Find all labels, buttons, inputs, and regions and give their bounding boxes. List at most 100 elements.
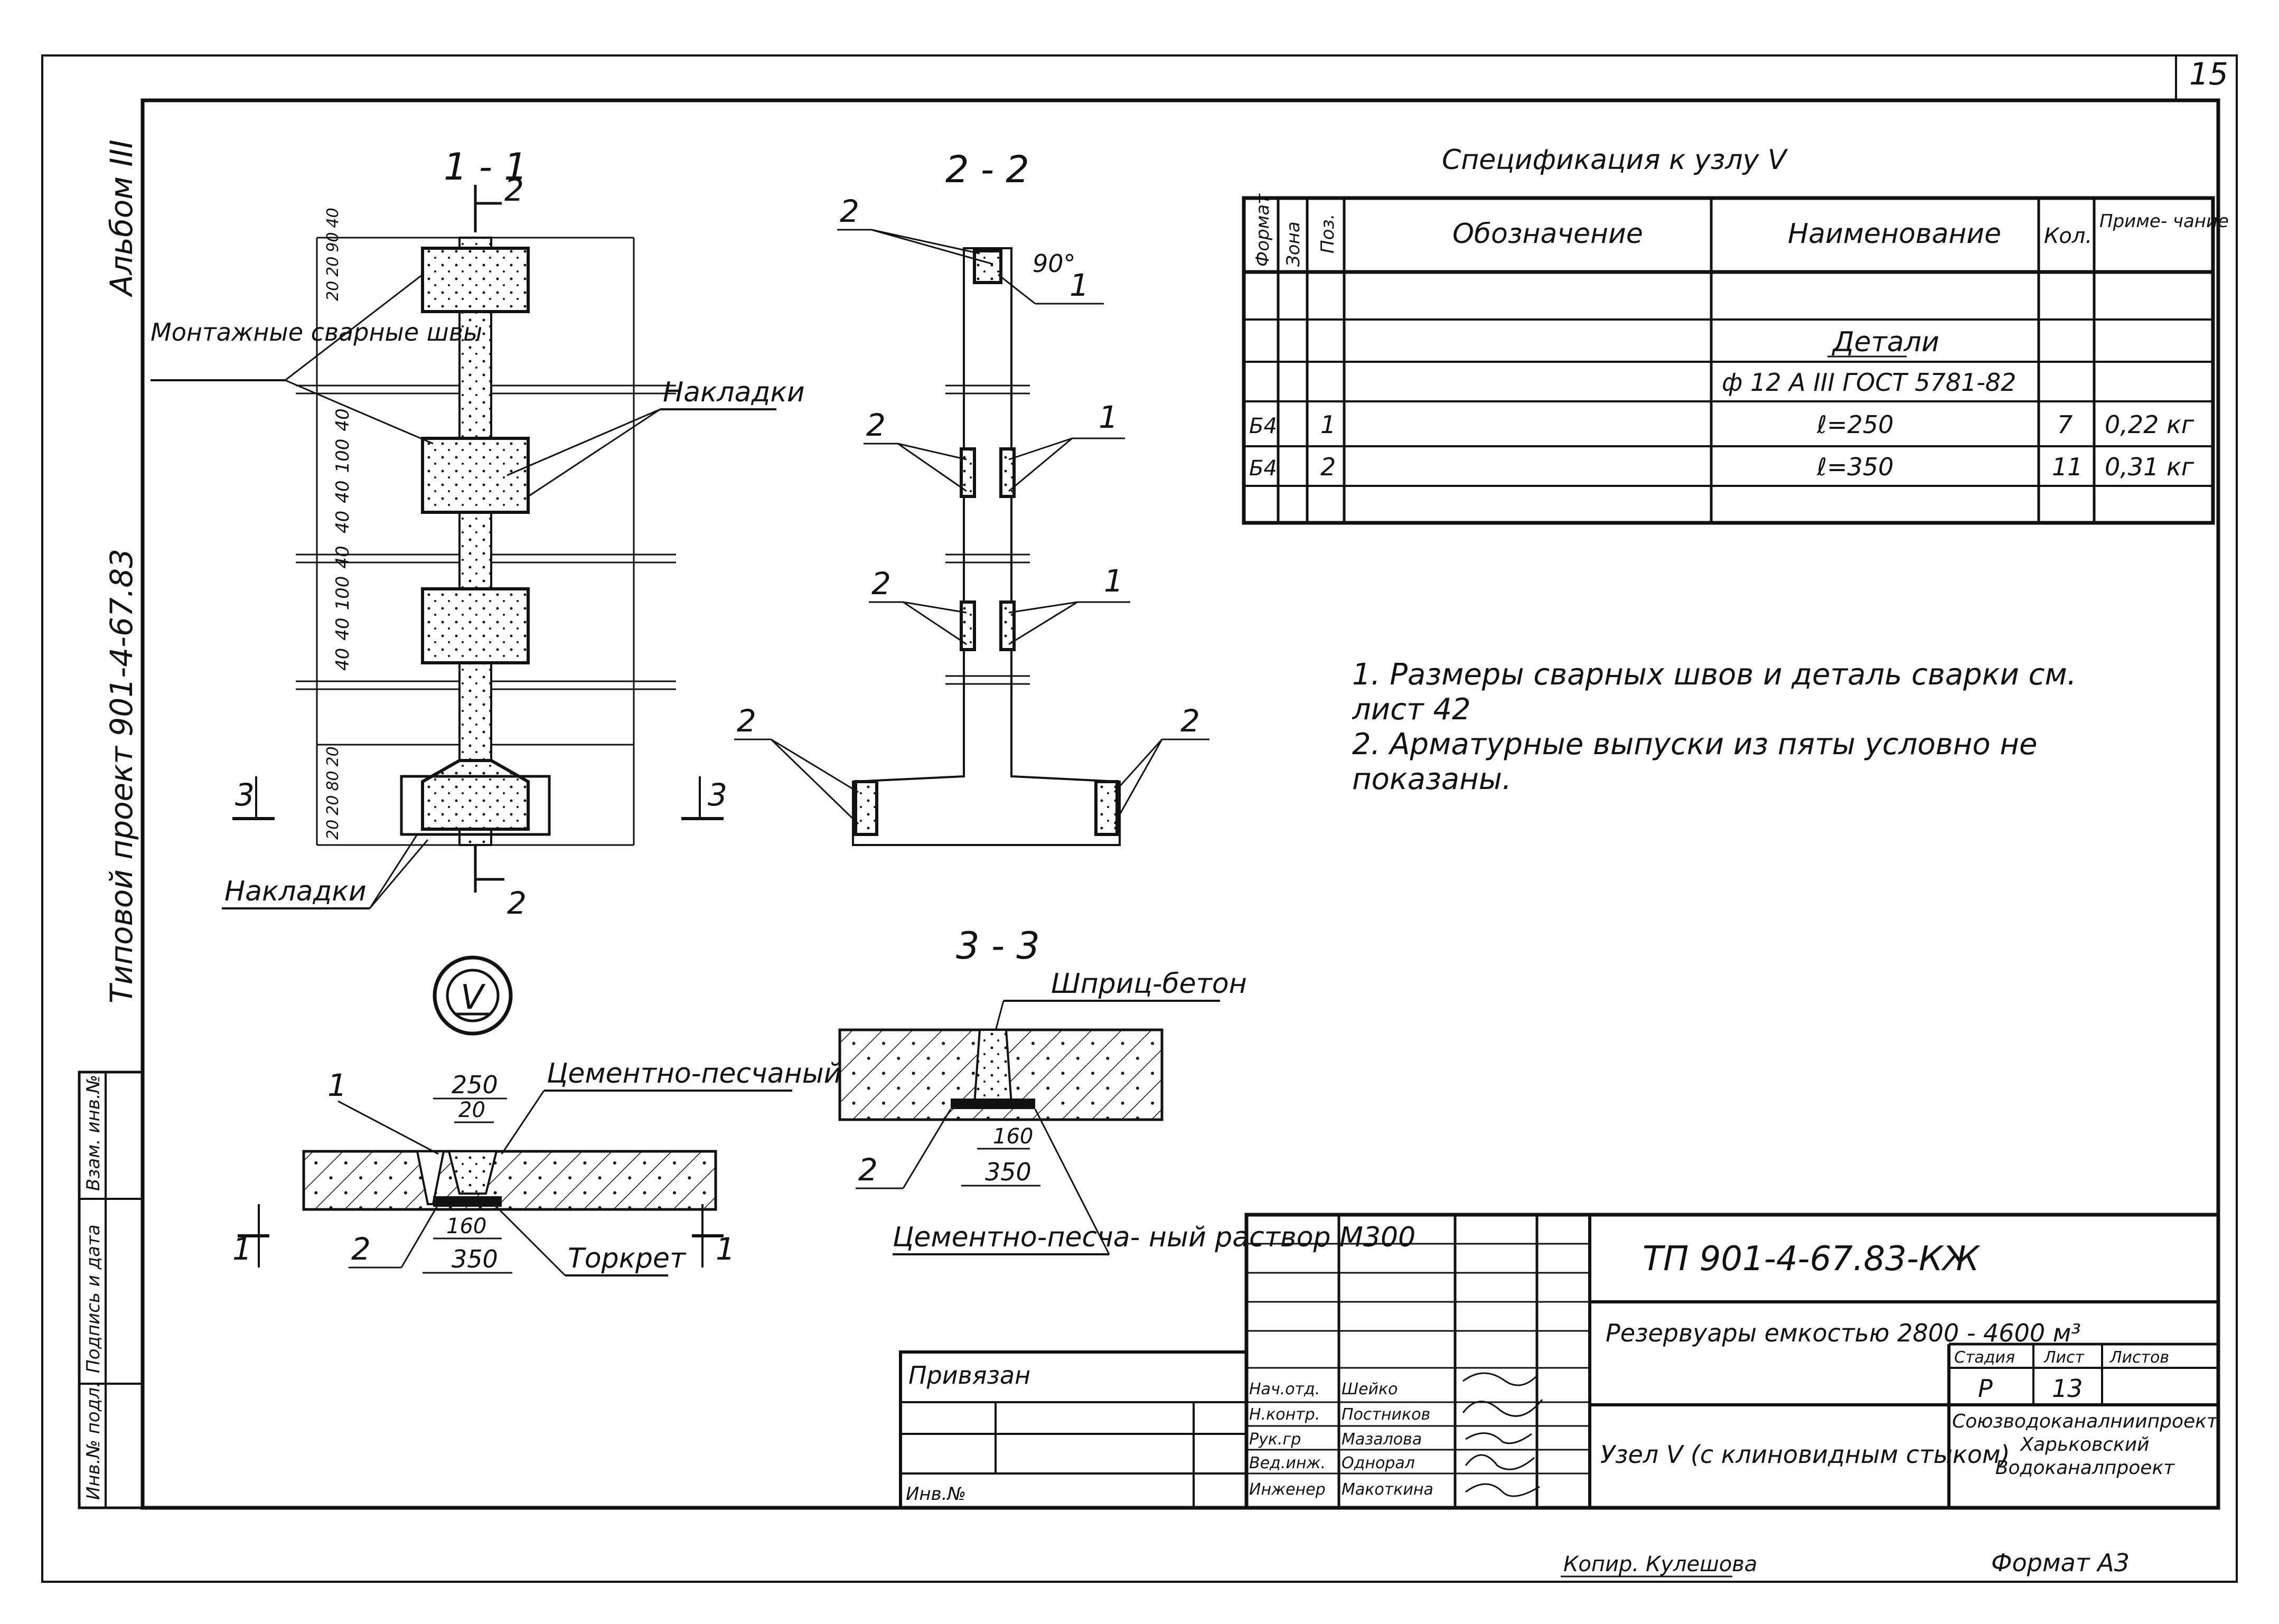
- left-margin: Альбом III Типовой проект 901-4-67.83 Вз…: [78, 139, 144, 1509]
- pos-2-b: 2: [866, 407, 886, 443]
- tb-object: Резервуары емкостью 2800 - 4600 м³: [1606, 1319, 2081, 1347]
- pos-2-c: 2: [871, 566, 891, 602]
- spec-row1-qty: 7: [2057, 410, 2072, 439]
- page-number: 15: [2189, 56, 2228, 92]
- notes: 1. Размеры сварных швов и деталь сварки …: [1352, 658, 2077, 795]
- spec-row1-format: Б4: [1249, 414, 1277, 438]
- section-1-1: 1 - 1 2 2 20209040 40401004: [151, 145, 805, 921]
- section-2-2-title: 2 - 2: [945, 148, 1029, 191]
- tb-inv-no: Инв.№: [906, 1484, 966, 1505]
- tb-sheet-title: Узел V (с клиновидным стыком): [1600, 1440, 2010, 1469]
- label-plates-right: Накладки: [663, 377, 805, 408]
- dim-160: 160: [446, 1214, 486, 1238]
- section-1-1-title: 1 - 1: [444, 145, 528, 189]
- project-label: Типовой проект 901-4-67.83: [104, 549, 139, 1003]
- tb-sheet: 13: [2052, 1374, 2083, 1403]
- footer-copied: Копир. Кулешова: [1563, 1552, 1757, 1576]
- spec-header-pos: Поз.: [1317, 214, 1338, 254]
- sec3-dim-350: 350: [985, 1158, 1031, 1186]
- dim-350: 350: [452, 1245, 498, 1273]
- node-v-outer-circle: [433, 955, 513, 1036]
- stamp-label-sign: Подпись и дата: [83, 1224, 104, 1373]
- spec-row1-name: ℓ=250: [1816, 410, 1893, 439]
- note-2: 2. Арматурные выпуски из пяты условно не…: [1352, 727, 2038, 795]
- spec-header-designation: Обозначение: [1452, 218, 1643, 250]
- pos-1-c: 1: [1104, 563, 1123, 599]
- node-v-inner-circle: [446, 969, 500, 1022]
- tb-role-1: Н.контр.: [1249, 1405, 1320, 1424]
- spec-header-note: Приме- чание: [2099, 211, 2229, 232]
- title-block: Привязан Инв.№ Нач.отд. Н.контр. Рук.гр …: [899, 1213, 2220, 1510]
- tb-role-2: Рук.гр: [1249, 1430, 1301, 1449]
- pos-1-b: 1: [1099, 399, 1118, 435]
- sec3-dim-160: 160: [993, 1124, 1033, 1149]
- spec-row2-pos: 2: [1320, 453, 1336, 481]
- tb-stage-label: Стадия: [1954, 1348, 2015, 1367]
- dims-bottom: 20208020: [324, 746, 342, 840]
- section-3-3: 3 - 3 Шприц-бетон 2 160 350 Цементно-пес…: [838, 924, 1415, 1255]
- tb-role-3: Вед.инж.: [1249, 1454, 1326, 1472]
- section-3-3-title: 3 - 3: [956, 924, 1040, 968]
- tb-role-4: Инженер: [1249, 1480, 1326, 1499]
- album-label: Альбом III: [104, 139, 139, 298]
- cut-mark-2-top: 2: [504, 172, 524, 208]
- pos-2-e: 2: [1180, 703, 1200, 739]
- spec-header-qty: Кол.: [2044, 224, 2092, 248]
- tb-name-0: Шейко: [1342, 1380, 1398, 1398]
- stamp-label-vzam: Взам. инв.№: [83, 1075, 104, 1191]
- angle-label: 90°: [1033, 249, 1076, 278]
- label-plates-bottom: Накладки: [224, 876, 367, 907]
- spec-title: Спецификация к узлу V: [1442, 144, 1788, 176]
- pos-2-a: 2: [840, 193, 859, 229]
- spec-row2-format: Б4: [1249, 456, 1277, 481]
- spec-header-name: Наименование: [1788, 218, 2001, 250]
- spec-row1-pos: 1: [1320, 410, 1336, 439]
- spec-header-zone: Зона: [1283, 221, 1304, 267]
- tb-name-3: Однорал: [1342, 1454, 1415, 1472]
- tb-sheet-label: Лист: [2043, 1348, 2085, 1367]
- node-pos-2: 2: [351, 1231, 371, 1267]
- tb-name-4: Макоткина: [1342, 1480, 1433, 1499]
- specification: Спецификация к узлу V Формат Зона Поз. О…: [1242, 144, 2229, 525]
- sec3-pos-2: 2: [858, 1152, 878, 1188]
- spec-row1-note: 0,22 кг: [2105, 410, 2194, 439]
- dim-20: 20: [458, 1098, 485, 1122]
- spec-row2-note: 0,31 кг: [2105, 453, 2194, 481]
- node-v-symbol: V: [461, 978, 486, 1017]
- dims-mid2: 404010040: [332, 546, 353, 671]
- node-pos-1: 1: [327, 1067, 347, 1103]
- dims-top: 20209040: [324, 208, 342, 301]
- cut-1-right: 1: [716, 1231, 735, 1267]
- tb-code: ТП 901-4-67.83-КЖ: [1643, 1240, 1981, 1279]
- spec-row2-name: ℓ=350: [1816, 453, 1893, 481]
- section-2-2: 2 - 2 90° 2 1 2 1 2 1: [734, 148, 1209, 846]
- cut-mark-2-bottom: 2: [507, 885, 527, 921]
- footer-format: Формат А3: [1991, 1548, 2130, 1577]
- outer-frame: [41, 54, 2238, 1583]
- label-welds: Монтажные сварные швы: [151, 318, 482, 346]
- pos-2-d: 2: [737, 703, 756, 739]
- label-sec3-mortar: Цементно-песча- ный раствор М300: [893, 1222, 1415, 1253]
- tb-sheets-label: Листов: [2109, 1348, 2169, 1367]
- tb-signatures: [1462, 1372, 1543, 1497]
- pos-1-a: 1: [1070, 267, 1089, 303]
- tb-name-2: Мазалова: [1342, 1430, 1422, 1449]
- tb-bound: Привязан: [908, 1361, 1030, 1390]
- stamp-label-inv: Инв.№ подл.: [83, 1382, 104, 1500]
- label-shotcrete: Шприц-бетон: [1051, 968, 1247, 1000]
- cut-1-left: 1: [232, 1231, 252, 1267]
- spec-row2-qty: 11: [2052, 453, 2083, 481]
- note-1: 1. Размеры сварных швов и деталь сварки …: [1352, 658, 2077, 727]
- cut-mark-3-right: 3: [708, 777, 727, 813]
- dims-mid1: 404010040: [332, 408, 353, 533]
- tb-org: Союзводоканалниипроект Харьковский Водок…: [1952, 1411, 2218, 1479]
- tb-name-1: Постников: [1342, 1405, 1430, 1424]
- spec-header-format: Формат: [1252, 193, 1273, 267]
- dim-250: 250: [452, 1071, 498, 1099]
- tb-role-0: Нач.отд.: [1249, 1380, 1320, 1398]
- cut-mark-3-left: 3: [235, 777, 255, 813]
- tb-stage: Р: [1978, 1374, 1993, 1403]
- spec-row-steel: ф 12 А III ГОСТ 5781-82: [1722, 368, 2016, 397]
- label-torcret: Торкрет: [568, 1243, 687, 1274]
